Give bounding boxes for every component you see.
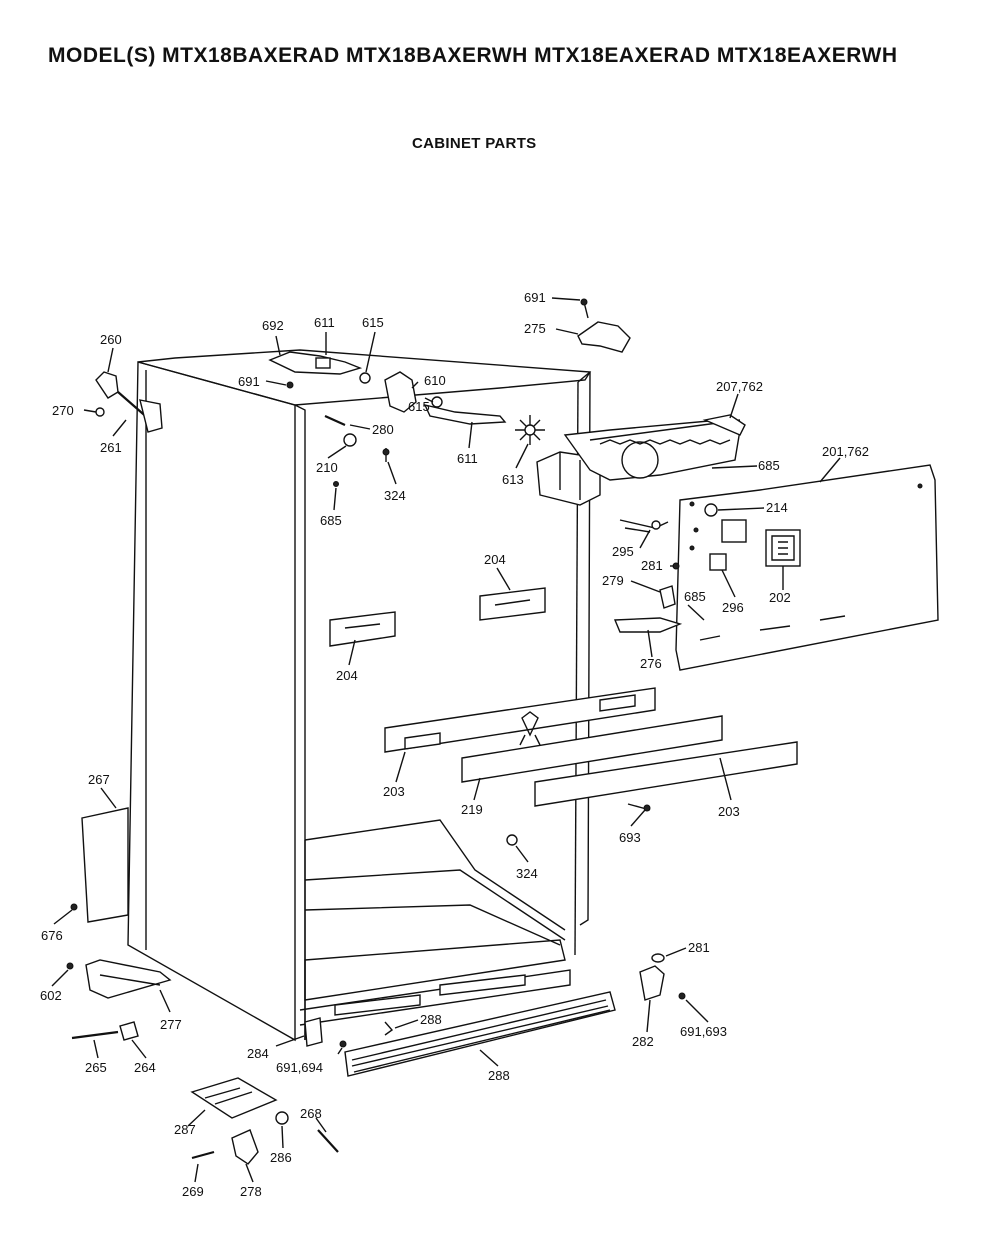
label-286: 286 bbox=[270, 1150, 292, 1165]
label-279: 279 bbox=[602, 573, 624, 588]
label-281-top: 281 bbox=[641, 558, 663, 573]
label-265: 265 bbox=[85, 1060, 107, 1075]
label-691-left: 691 bbox=[238, 374, 260, 389]
label-324-top: 324 bbox=[384, 488, 406, 503]
label-693: 693 bbox=[619, 830, 641, 845]
label-267: 267 bbox=[88, 772, 110, 787]
label-615-mid: 615 bbox=[408, 399, 430, 414]
label-611-mid: 611 bbox=[457, 451, 478, 466]
label-203-lower: 203 bbox=[718, 804, 740, 819]
label-288-upper: 288 bbox=[420, 1012, 442, 1027]
label-284: 284 bbox=[247, 1046, 269, 1061]
label-691-694: 691,694 bbox=[276, 1060, 323, 1075]
side-panel-267 bbox=[70, 807, 129, 923]
label-276: 276 bbox=[640, 656, 662, 671]
label-691-top: 691 bbox=[524, 290, 546, 305]
label-214: 214 bbox=[766, 500, 788, 515]
label-270: 270 bbox=[52, 403, 74, 418]
label-610: 610 bbox=[424, 373, 446, 388]
hinge-260-261 bbox=[95, 371, 163, 433]
label-685-left: 685 bbox=[320, 513, 342, 528]
label-204-right: 204 bbox=[484, 552, 506, 567]
label-282: 282 bbox=[632, 1034, 654, 1049]
control-panel-201 bbox=[613, 464, 939, 671]
label-281-lower: 281 bbox=[688, 940, 710, 955]
cabinet-shell bbox=[127, 349, 592, 1042]
label-602: 602 bbox=[40, 988, 62, 1003]
model-title: MODEL(S) MTX18BAXERAD MTX18BAXERWH MTX18… bbox=[48, 44, 898, 67]
leader-lines bbox=[51, 297, 841, 1183]
bottom-parts bbox=[190, 1077, 339, 1165]
grille-288 bbox=[344, 991, 616, 1077]
label-278: 278 bbox=[240, 1184, 262, 1199]
label-201-762: 201,762 bbox=[822, 444, 869, 459]
fan-assembly-613 bbox=[515, 414, 746, 506]
hinge-top-610 bbox=[268, 351, 507, 487]
label-277: 277 bbox=[160, 1017, 182, 1032]
label-275: 275 bbox=[524, 321, 546, 336]
label-611-top: 611 bbox=[314, 315, 335, 330]
label-691-693: 691,693 bbox=[680, 1024, 727, 1039]
lower-right-parts bbox=[639, 953, 686, 1001]
label-207-762: 207,762 bbox=[716, 379, 763, 394]
part-number-labels: 260 270 261 692 611 615 691 610 280 615 … bbox=[40, 290, 869, 1199]
label-202: 202 bbox=[769, 590, 791, 605]
label-260: 260 bbox=[100, 332, 122, 347]
label-685-fan: 685 bbox=[758, 458, 780, 473]
label-613: 613 bbox=[502, 472, 524, 487]
label-204-left: 204 bbox=[336, 668, 358, 683]
brackets-204 bbox=[329, 587, 546, 647]
label-210: 210 bbox=[316, 460, 338, 475]
label-280: 280 bbox=[372, 422, 394, 437]
label-676: 676 bbox=[41, 928, 63, 943]
label-287: 287 bbox=[174, 1122, 196, 1137]
label-264: 264 bbox=[134, 1060, 156, 1075]
label-269: 269 bbox=[182, 1184, 204, 1199]
label-296: 296 bbox=[722, 600, 744, 615]
section-title: CABINET PARTS bbox=[412, 135, 537, 152]
label-685-panel: 685 bbox=[684, 589, 706, 604]
label-219: 219 bbox=[461, 802, 483, 817]
rails-203-219 bbox=[384, 687, 798, 846]
label-203-upper: 203 bbox=[383, 784, 405, 799]
label-615-top: 615 bbox=[362, 315, 384, 330]
label-288-lower: 288 bbox=[488, 1068, 510, 1083]
label-268: 268 bbox=[300, 1106, 322, 1121]
lower-left-parts bbox=[66, 959, 347, 1048]
bracket-275 bbox=[577, 298, 631, 353]
label-295: 295 bbox=[612, 544, 634, 559]
label-261: 261 bbox=[100, 440, 122, 455]
label-692: 692 bbox=[262, 318, 284, 333]
label-324-lower: 324 bbox=[516, 866, 538, 881]
